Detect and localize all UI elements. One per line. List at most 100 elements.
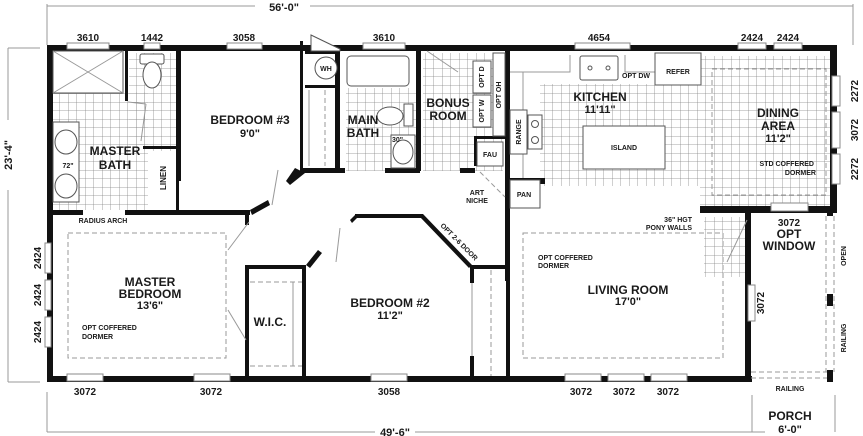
living-room-label: LIVING ROOM [588,283,669,297]
toilet-icon [142,61,162,89]
master-bedroom-label: BEDROOM [119,287,182,301]
window-label: 2424 [741,33,764,44]
window-label: 3072 [657,387,680,398]
overall-width-label: 56'-0" [269,2,299,14]
bottom-width-label: 49'-6" [380,427,410,436]
bedroom2-size: 11'2" [377,310,403,322]
dining-label: AREA [761,119,795,133]
dimension-lines [7,4,854,433]
main-bath-label: BATH [347,126,379,140]
porch-label: PORCH [768,409,811,423]
toilet-icon [376,106,404,126]
window-label: 3072 [570,387,593,398]
art-niche-label: NICHE [466,198,488,205]
living-room-note: DORMER [538,263,569,270]
kitchen-island [582,125,666,170]
bedroom3-label: BEDROOM #3 [210,113,290,127]
window-label: 3072 [756,291,767,314]
pony-wall-note: 36" HGT [664,217,693,224]
burner-icon [531,136,539,144]
living-coffered-outline [522,232,724,359]
window-label: 3072 [74,387,97,398]
double-sink-icon [579,55,619,81]
window-label: 3072 [200,387,223,398]
dining-note: STD COFFERED [760,161,814,168]
pan-label: PAN [517,192,531,199]
vanity-size: 30" [392,137,403,144]
opt-window-label: OPT [777,227,802,241]
top-windows [66,42,803,50]
master-bath-label: MASTER [90,144,141,158]
bedroom2-label: BEDROOM #2 [350,296,430,310]
window-label: 1442 [141,33,164,44]
burner-icon [531,120,539,128]
opt-d-label: OPT D [479,66,486,87]
window-label: 3610 [373,33,396,44]
door-swing [127,101,147,105]
door-swing [140,103,147,142]
opt-dw-label: OPT DW [622,73,650,80]
art-niche-outline [479,171,506,198]
opt-washer [472,94,492,128]
window-label: 2424 [33,320,44,343]
opt-window-size: 3072 [778,218,801,229]
door-swing [227,309,247,341]
dining-label: DINING [757,106,799,120]
window-label: 3610 [77,33,100,44]
window-label: 3072 [850,118,861,141]
refer-label: REFER [666,69,690,76]
window-label: 3072 [613,387,636,398]
window-label: 2424 [33,283,44,306]
fau-unit [476,141,504,167]
drain-icon [587,65,593,71]
shower [52,50,124,94]
master-bedroom-label: MASTER [125,275,176,289]
window-label: 2424 [777,33,800,44]
porch-railing-label: RAILING [841,323,848,352]
bonus-room-label: BONUS [426,96,469,110]
dining-note: DORMER [785,170,816,177]
radius-arch-label: RADIUS ARCH [79,218,128,225]
refrigerator [654,52,702,86]
porch-width-label: 6'-0" [778,424,802,436]
vanity-size: 72" [62,163,73,170]
left-windows [44,242,52,348]
wic-label: W.I.C. [254,315,287,329]
right-windows [831,75,841,185]
range-counter [509,109,528,155]
sink-icon [54,129,78,155]
dining-size: 11'2" [765,133,791,145]
range-label: RANGE [516,119,523,145]
sink-icon [392,139,414,165]
counter-outline [510,55,655,73]
pantry [509,179,541,209]
sink-icon [54,173,78,199]
wh-label: WH [320,66,332,73]
opt-overhead [492,52,506,137]
drain-icon [605,65,611,71]
opt-dryer [472,60,492,94]
master-bedroom-note: OPT COFFERED [82,325,137,332]
kitchen-label: KITCHEN [573,90,626,104]
fau-label: FAU [483,152,497,159]
window-label: 4654 [588,33,611,44]
water-heater-icon [314,56,338,80]
pony-wall-note: PONY WALLS [646,225,692,232]
bottom-windows [66,202,809,382]
door-swing [426,50,459,73]
porch-open-label: OPEN [841,246,848,266]
main-bath-label: MAIN [348,113,379,127]
interior-walls [53,41,545,376]
window-label: 2272 [850,79,861,102]
bedroom3-size: 9'0" [240,128,260,140]
overall-height-label: 23'-4" [3,140,15,170]
bonus-room-label: ROOM [429,109,466,123]
master-bedroom-size: 13'6" [137,300,163,312]
window-label: 3058 [378,387,401,398]
door-swing [271,169,279,206]
opt-w-label: OPT W [479,99,486,122]
door-swing [335,227,341,263]
window-label: 2272 [850,157,861,180]
kitchen-size: 11'11" [584,104,615,116]
